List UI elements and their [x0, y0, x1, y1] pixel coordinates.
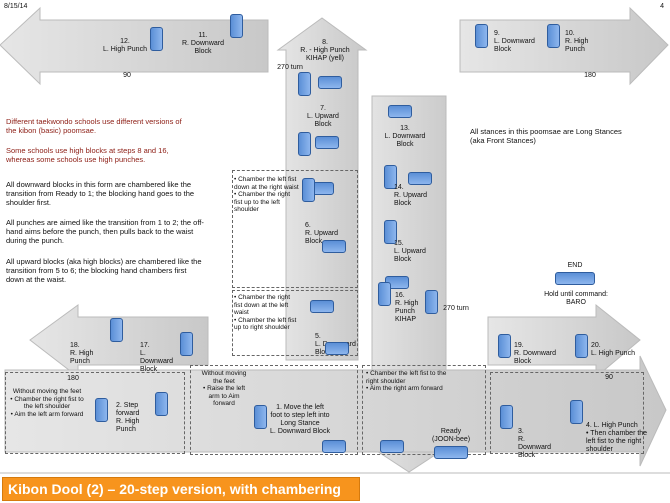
note-punches: All punches are aimed like the transitio…	[6, 218, 204, 245]
chamber-note-ready: • Chamber the left fist to the right sho…	[366, 370, 447, 393]
foot-icon	[570, 400, 583, 424]
foot-icon	[322, 240, 346, 253]
foot-icon	[325, 342, 349, 355]
arrow-top-left	[0, 6, 269, 86]
foot-icon	[408, 172, 432, 185]
step-8: 8. R. - High Punch KIHAP (yell)	[300, 39, 350, 62]
chamber-box-bottom-left	[5, 372, 185, 454]
step-14: 14. R. Upward Block	[394, 184, 428, 207]
step-12: 12. L. High Punch	[103, 38, 147, 53]
chamber-box-3-4	[490, 372, 644, 454]
hold-label: Hold until command: BARO	[544, 291, 608, 306]
note-downward-blocks: All downward blocks in this form are cha…	[6, 180, 195, 207]
foot-icon	[254, 405, 267, 429]
chamber-box-1-to-2	[190, 365, 358, 455]
step-13: 13. L. Downward Block	[384, 125, 426, 148]
note-versions: Different taekwondo schools use differen…	[6, 117, 182, 135]
foot-icon	[155, 392, 168, 416]
chamber-note-1-to-2: Without moving the feet • Raise the left…	[201, 370, 247, 408]
step-4: 4. L. High Punch • Then chamber the left…	[586, 422, 648, 453]
step-10: 10. R. High Punch	[565, 30, 589, 53]
step-9: 9. L. Downward Block	[494, 30, 535, 53]
ready-label: Ready (JOON-bee)	[431, 428, 471, 443]
turn-180-bottom: 180	[67, 375, 79, 382]
foot-icon	[384, 165, 397, 189]
turn-270-b: 270 turn	[443, 305, 469, 312]
step-7: 7. L. Upward Block	[307, 105, 339, 128]
foot-icon	[318, 76, 342, 89]
turn-90-top: 90	[123, 72, 131, 79]
foot-icon	[380, 440, 404, 453]
page-title: Kibon Dool (2) – 20-step version, with c…	[8, 481, 341, 497]
chamber-box-6	[232, 170, 358, 288]
date-label: 8/15/14	[4, 3, 28, 10]
step-11: 11. R. Downward Block	[181, 32, 224, 55]
foot-icon	[575, 334, 588, 358]
foot-icon	[378, 282, 391, 306]
step-17: 17. L. Downward Block	[140, 342, 174, 373]
foot-icon	[475, 24, 488, 48]
foot-icon	[434, 446, 468, 459]
foot-icon	[388, 105, 412, 118]
foot-icon	[95, 398, 108, 422]
chamber-note-6: • Chamber the left fist down at the righ…	[234, 176, 299, 214]
foot-icon	[547, 24, 560, 48]
note-high-blocks: Some schools use high blocks at steps 8 …	[6, 146, 169, 164]
foot-icon	[298, 72, 311, 96]
step-2: 2. Step forward R. High Punch	[116, 402, 140, 433]
step-19: 19. R. Downward Block	[514, 342, 557, 365]
step-6: 6. R. Upward Block	[305, 222, 339, 245]
foot-icon	[498, 334, 511, 358]
turn-270-a: 270 turn	[277, 64, 303, 71]
arrow-mid-right	[487, 303, 641, 379]
step-1: 1. Move the left foot to step left into …	[270, 404, 330, 435]
arrow-bottom	[4, 355, 667, 467]
foot-icon	[315, 136, 339, 149]
foot-icon	[110, 318, 123, 342]
foot-icon	[555, 272, 595, 285]
step-3: 3. R. Downward Block	[518, 428, 552, 459]
foot-icon	[322, 440, 346, 453]
turn-90-bottom: 90	[605, 374, 613, 381]
step-20: 20. L. High Punch	[591, 342, 635, 357]
title-banner	[2, 477, 360, 501]
arrow-top-right	[459, 6, 669, 86]
chamber-note-5: • Chamber the right fist down at the lef…	[234, 294, 297, 332]
chamber-box-5	[232, 290, 358, 356]
note-stances: All stances in this poomsae are Long Sta…	[470, 127, 622, 145]
foot-icon	[302, 178, 315, 202]
chamber-box-ready	[362, 365, 486, 455]
foot-icon	[500, 405, 513, 429]
foot-icon	[230, 14, 243, 38]
chamber-note-bottom-left: Without moving the feet • Chamber the ri…	[10, 388, 84, 418]
note-upward-blocks: All upward blocks (aka high blocks) are …	[6, 257, 202, 284]
foot-icon	[310, 300, 334, 313]
step-16: 16. R. High Punch KIHAP	[395, 292, 419, 323]
foot-icon	[150, 27, 163, 51]
foot-icon	[180, 332, 193, 356]
foot-icon	[384, 220, 397, 244]
step-18: 18. R. High Punch	[70, 342, 94, 365]
page-number: 4	[660, 3, 664, 10]
step-15: 15. L. Upward Block	[394, 240, 426, 263]
turn-180-top: 180	[584, 72, 596, 79]
foot-icon	[425, 290, 438, 314]
foot-icon	[298, 132, 311, 156]
end-label: END	[567, 262, 583, 269]
